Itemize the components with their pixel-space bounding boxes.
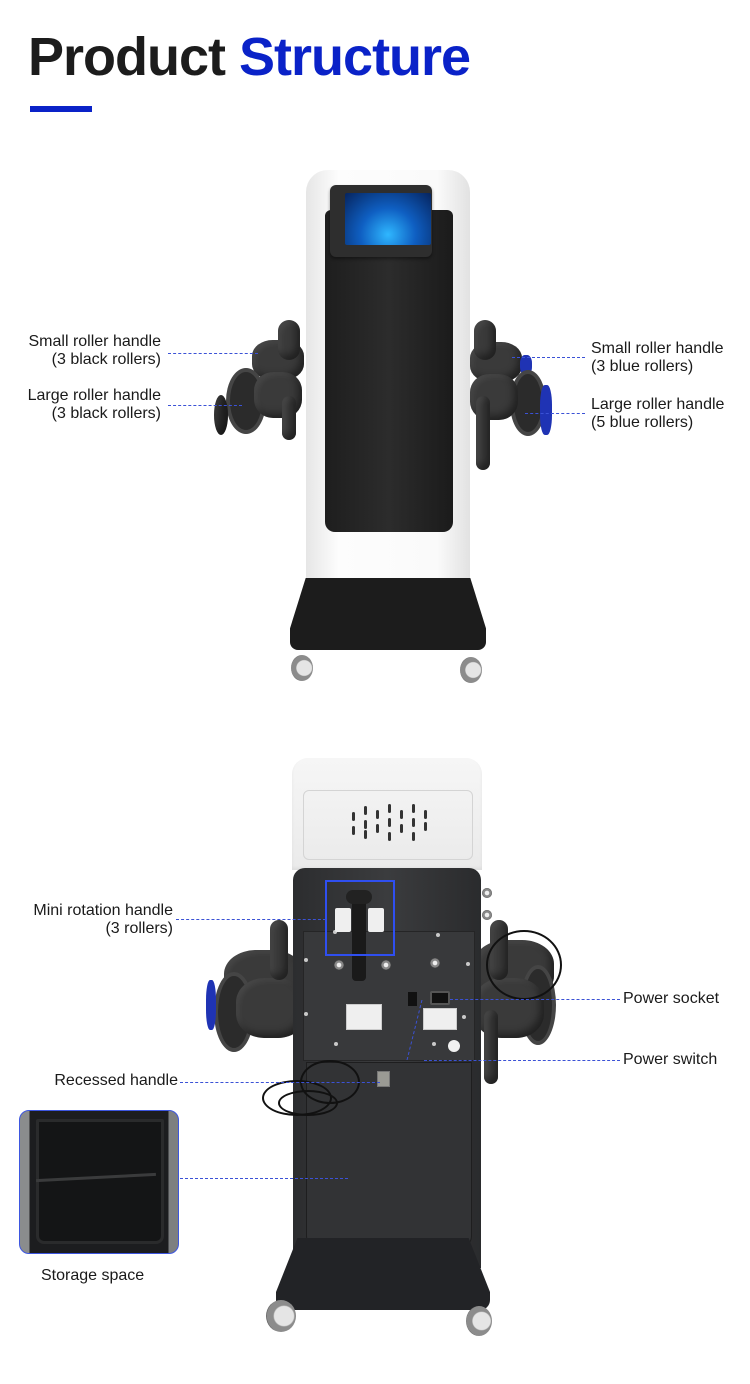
leader-power-switch: [424, 1060, 620, 1061]
vent-slot: [376, 824, 379, 833]
back-wheel-right: [466, 1306, 492, 1336]
vent-slot: [424, 810, 427, 819]
page-title: Product Structure: [28, 27, 471, 87]
leader-small-roller-black: [168, 353, 258, 354]
touch-screen: [345, 193, 431, 245]
label-line1: Small roller handle: [591, 340, 724, 357]
screw: [304, 958, 308, 962]
label-line2: (3 rollers): [105, 920, 173, 937]
power-socket[interactable]: [430, 991, 450, 1005]
label-power-socket: Power socket: [623, 990, 719, 1008]
label-line1: Power switch: [623, 1051, 718, 1068]
vent-slot: [388, 818, 391, 827]
label-small-roller-black: Small roller handle (3 black rollers): [10, 333, 161, 369]
vent-slot: [412, 832, 415, 841]
title-structure: Structure: [239, 27, 471, 87]
label-storage-space: Storage space: [41, 1267, 145, 1284]
label-line1: Recessed handle: [54, 1072, 178, 1089]
screw: [436, 933, 440, 937]
wheel-right: [460, 657, 482, 683]
label-line2: (3 black rollers): [51, 351, 161, 368]
recessed-handle[interactable]: [377, 1071, 390, 1087]
screw: [462, 1015, 466, 1019]
vent-slot: [376, 810, 379, 819]
coiled-cable-right: [486, 930, 562, 1000]
vent-slot: [400, 810, 403, 819]
screw: [333, 930, 337, 934]
back-right-handle-grip: [484, 1010, 498, 1084]
large-handle-grip-left: [282, 396, 296, 440]
vent-slot: [388, 832, 391, 841]
handle-connector-3: [430, 958, 440, 968]
vent-slot: [424, 822, 427, 831]
small-handle-grip-left: [278, 320, 300, 360]
mini-handle-highlight-box: [325, 880, 395, 956]
handle-connector-2: [381, 960, 391, 970]
vent-slot: [364, 820, 367, 829]
power-switch[interactable]: [408, 992, 417, 1006]
label-small-roller-blue: Small roller handle (3 blue rollers): [591, 340, 724, 376]
screw: [334, 1042, 338, 1046]
front-base: [290, 578, 486, 650]
label-line2: (3 blue rollers): [591, 358, 694, 375]
handle-connector-side-2: [482, 910, 492, 920]
vent-slot: [412, 818, 415, 827]
vent-slot: [364, 806, 367, 815]
screw: [304, 1012, 308, 1016]
vent-slot: [400, 824, 403, 833]
mini-handle-bracket-right: [368, 908, 384, 932]
vent-slot: [352, 812, 355, 821]
mini-handle-bracket-left: [335, 908, 351, 932]
back-base: [276, 1238, 490, 1310]
spec-label-sticker: [423, 1008, 457, 1030]
leader-storage-space: [180, 1178, 348, 1179]
label-recessed-handle: Recessed handle: [10, 1072, 178, 1090]
leader-power-socket: [450, 999, 620, 1000]
storage-space-photo: [19, 1110, 179, 1254]
label-power-switch: Power switch: [623, 1051, 717, 1069]
label-line2: (5 blue rollers): [591, 414, 694, 431]
small-handle-grip-right: [474, 320, 496, 360]
fuse-cap: [448, 1040, 460, 1052]
leader-small-roller-blue: [512, 357, 585, 358]
label-mini-rotation-handle: Mini rotation handle (3 rollers): [10, 902, 173, 938]
leader-large-roller-blue: [525, 413, 585, 414]
label-line1: Mini rotation handle: [33, 902, 173, 919]
vent-slot: [412, 804, 415, 813]
vent-slot: [388, 804, 391, 813]
back-left-blue-rollers: [206, 980, 216, 1030]
label-line1: Small roller handle: [28, 333, 161, 350]
label-large-roller-black: Large roller handle (3 black rollers): [10, 387, 161, 423]
back-top-inner-panel: [303, 790, 473, 860]
warning-sticker: [346, 1004, 382, 1030]
vent-slot: [364, 830, 367, 839]
back-wheel-left: [266, 1300, 296, 1332]
blue-rollers-large-right: [540, 385, 552, 435]
leader-recessed-handle: [180, 1082, 380, 1083]
storage-interior: [36, 1119, 164, 1244]
label-line1: Large roller handle: [27, 387, 161, 404]
label-line2: (3 black rollers): [51, 405, 161, 422]
leader-large-roller-black: [168, 405, 242, 406]
back-top-hood: [292, 758, 482, 870]
screw: [466, 962, 470, 966]
handle-connector-1: [334, 960, 344, 970]
black-rollers-left: [214, 395, 228, 435]
title-product: Product: [28, 27, 226, 87]
screw: [432, 1042, 436, 1046]
back-left-handle-grip: [270, 920, 288, 980]
label-line1: Large roller handle: [591, 396, 725, 413]
title-underline: [30, 106, 92, 112]
vent-slot: [352, 826, 355, 835]
front-dark-panel: [325, 210, 453, 532]
leader-mini-rotation-handle: [176, 919, 326, 920]
label-large-roller-blue: Large roller handle (5 blue rollers): [591, 396, 724, 432]
mini-rotation-handle: [352, 893, 366, 981]
handle-connector-side-1: [482, 888, 492, 898]
large-handle-grip-right: [476, 396, 490, 470]
mini-handle-rollers: [346, 890, 372, 904]
wheel-left: [291, 655, 313, 681]
label-line1: Power socket: [623, 990, 720, 1007]
